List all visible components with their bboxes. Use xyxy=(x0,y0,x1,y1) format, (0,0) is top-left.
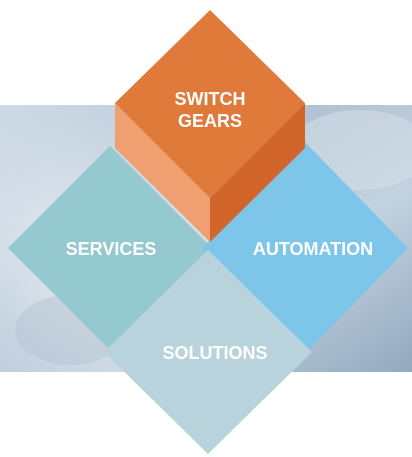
switch-gears-label-line2: GEARS xyxy=(177,111,242,131)
automation-label: AUTOMATION xyxy=(252,239,374,259)
switch-gears-label: SWITCH GEARS xyxy=(175,88,246,132)
solutions-tile[interactable] xyxy=(104,250,312,454)
services-label: SERVICES xyxy=(65,239,157,259)
solutions-label: SOLUTIONS xyxy=(162,343,268,363)
switch-gears-tile[interactable] xyxy=(115,10,305,242)
switch-gears-label-line1: SWITCH xyxy=(174,89,246,109)
